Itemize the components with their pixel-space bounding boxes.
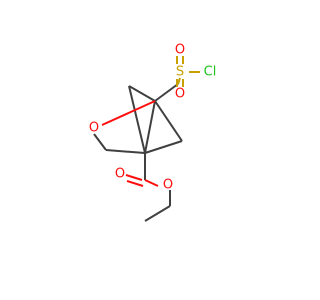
atom-ring-oxygen: O (89, 121, 99, 136)
bond-o2-c3 (93, 133, 107, 151)
bond-c5-c4 (128, 85, 146, 154)
bond-ch2-s (177, 77, 181, 85)
bond-c3-c4 (105, 149, 146, 154)
bond-c6-c4 (144, 140, 183, 154)
bond-c1-c6 (154, 100, 183, 142)
atom-sulfur: S (176, 65, 184, 80)
atom-chlorine: Cl (204, 65, 217, 80)
bond-c1-c5 (128, 85, 156, 102)
bond-carbonyl-ester-o (144, 179, 159, 187)
bond-carbonyl-o-double-b (126, 180, 144, 187)
bond-carbonyl-o-double-a (125, 174, 143, 181)
bond-c1-ch2 (154, 83, 179, 102)
atom-carbonyl-oxygen: O (115, 167, 125, 182)
bond-ch2-ch3 (144, 205, 171, 222)
atom-sulfonyl-oxygen-bottom: O (175, 87, 185, 102)
bond-c1-c4 (144, 100, 156, 154)
bond-c1-o2 (101, 100, 156, 126)
atom-sulfonyl-oxygen-top: O (175, 43, 185, 58)
atom-ester-oxygen: O (163, 178, 173, 193)
molecule-structure: S O O Cl O O O (89, 43, 217, 222)
